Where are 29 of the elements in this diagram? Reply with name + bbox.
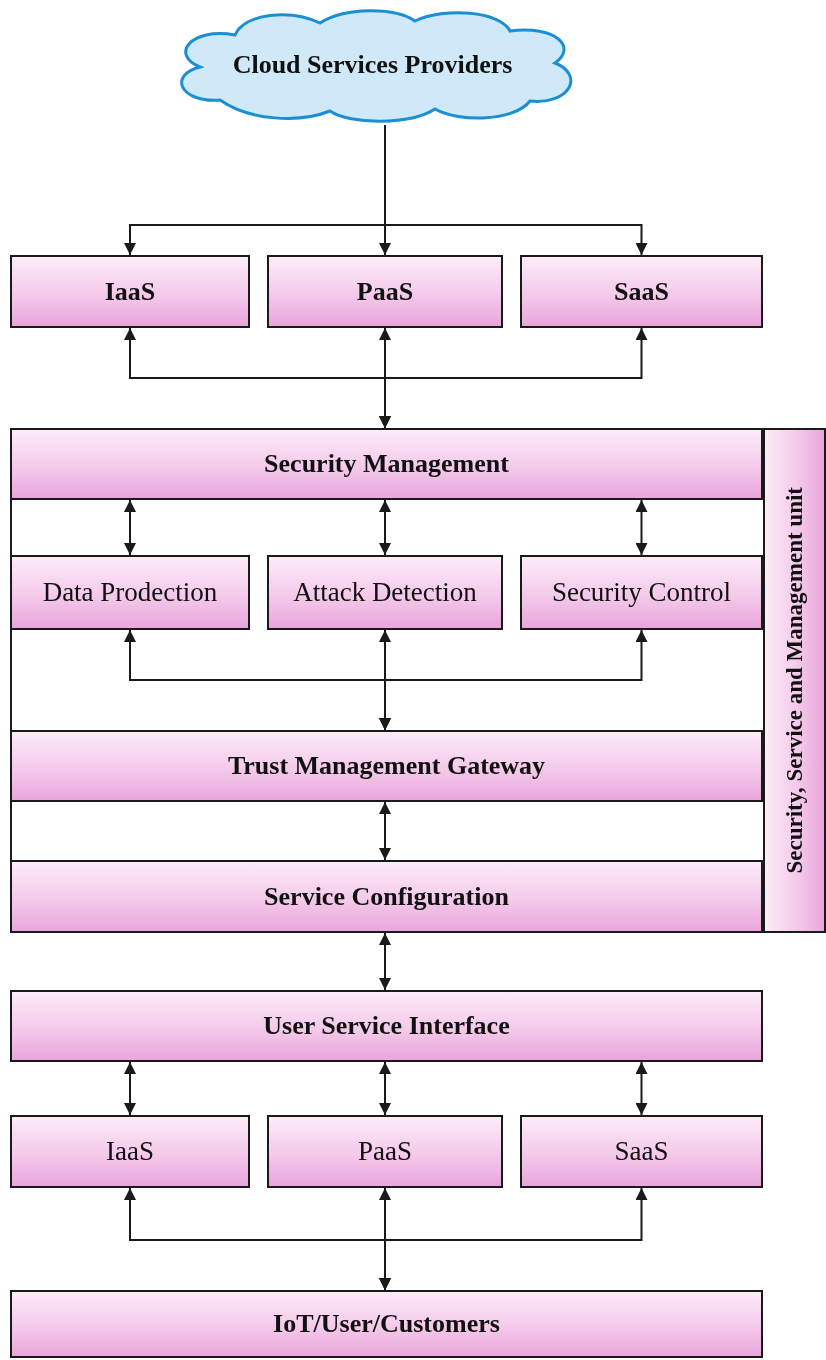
arrow [379,327,648,429]
arrow [124,499,136,556]
arrow [635,499,648,556]
process-box: Data Prodection [10,555,250,630]
process-box: User Service Interface [10,990,763,1062]
process-box: PaaS [267,1115,503,1188]
process-box: Security Control [520,555,763,630]
arrow [379,499,391,556]
arrow [635,1061,648,1116]
cloud-label: Cloud Services Providers [232,50,513,80]
unit-frame [10,428,826,933]
process-box: IoT/User/Customers [10,1290,763,1358]
process-box: Security Management [10,428,763,500]
process-box: IaaS [10,255,250,328]
process-box: Service Configuration [10,860,763,933]
process-box: SaaS [520,1115,763,1188]
arrow [384,124,648,256]
process-box: IaaS [10,1115,250,1188]
arrow [379,1061,391,1116]
arrow [379,1187,648,1291]
process-box: Trust Management Gateway [10,730,763,802]
process-box: PaaS [267,255,503,328]
process-box: Attack Detection [267,555,503,630]
arrow [379,629,648,731]
process-box: SaaS [520,255,763,328]
arrow [379,932,391,991]
arrow [124,1061,136,1116]
arrow [379,801,391,861]
unit-label: Security, Service and Management unit [781,487,808,874]
